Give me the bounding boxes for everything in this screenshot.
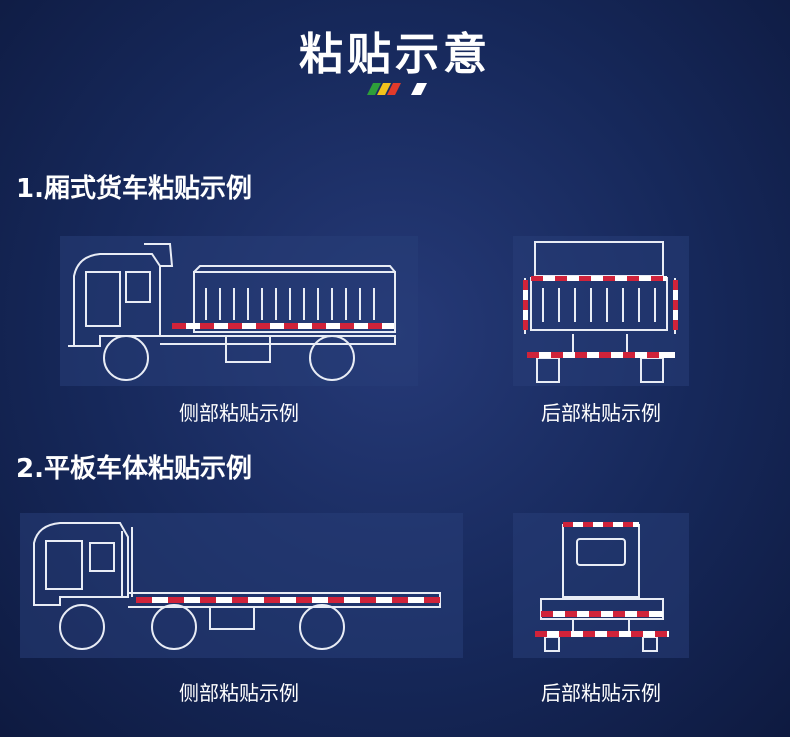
section-2-heading: 2.平板车体粘贴示例 — [16, 454, 252, 484]
section-1-heading: 1.厢式货车粘贴示例 — [16, 174, 252, 204]
flatbed-truck-side-panel — [20, 513, 463, 658]
stripe-yellow — [377, 83, 391, 95]
stripe-white — [411, 83, 427, 95]
flatbed-truck-rear-panel — [513, 513, 689, 658]
dump-truck-side-diagram — [68, 243, 396, 381]
dump-truck-rear-diagram — [523, 241, 678, 383]
stripe-green — [367, 83, 381, 95]
page-title: 粘贴示意 — [299, 29, 491, 80]
section-1-side-caption: 侧部粘贴示例 — [179, 401, 299, 425]
dump-truck-side-panel — [60, 236, 418, 386]
section-2-side-caption: 侧部粘贴示例 — [179, 681, 299, 705]
flatbed-truck-side-diagram — [33, 522, 441, 650]
stripe-red — [387, 83, 401, 95]
section-2-rear-caption: 后部粘贴示例 — [541, 681, 661, 705]
section-1-rear-caption: 后部粘贴示例 — [541, 401, 661, 425]
color-stripes-decoration — [367, 83, 427, 95]
dump-truck-rear-panel — [513, 236, 689, 386]
flatbed-truck-rear-diagram — [535, 522, 669, 652]
